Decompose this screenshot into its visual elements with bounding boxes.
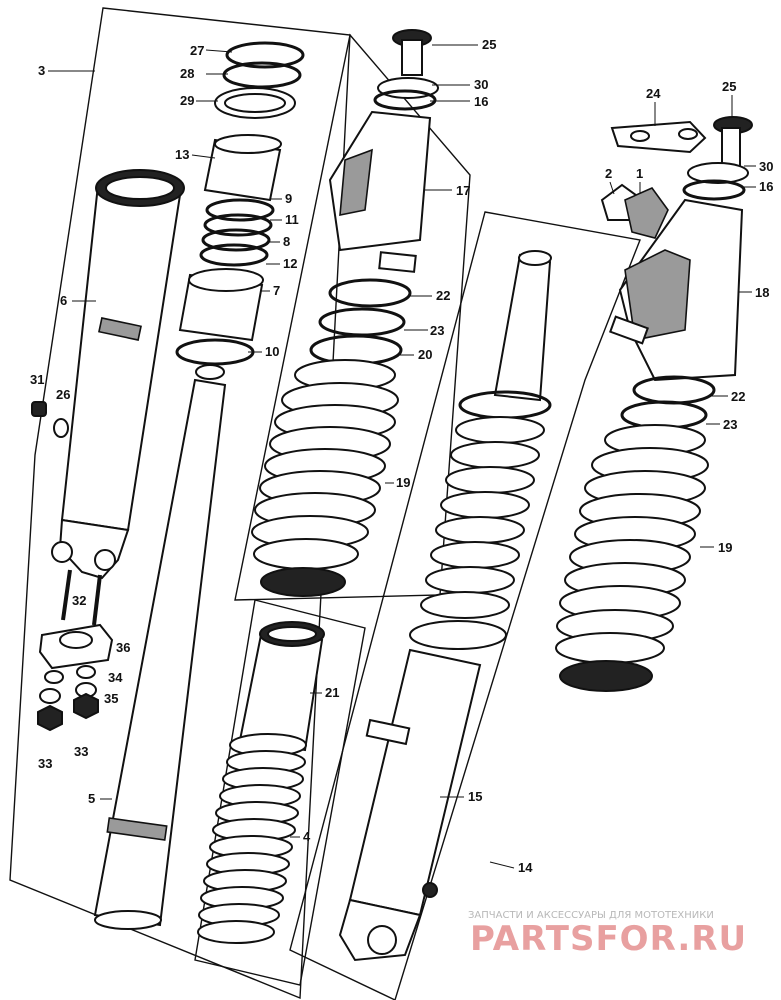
top-bolt-25-right <box>682 116 753 201</box>
callout-32: 32 <box>72 593 86 608</box>
fork-pipe <box>93 364 227 930</box>
callout-10: 10 <box>265 344 279 359</box>
callout-6: 6 <box>60 293 67 308</box>
outer-fork-tube <box>51 169 185 580</box>
callout-1: 1 <box>636 166 643 181</box>
lower-tube-15 <box>338 648 482 962</box>
tube-studs <box>61 569 102 626</box>
callout-12: 12 <box>283 256 297 271</box>
callout-3: 3 <box>38 63 45 78</box>
top-bolt-25 <box>373 29 439 111</box>
callout-28: 28 <box>180 66 194 81</box>
callout-16b: 16 <box>759 179 773 194</box>
leader-lines <box>48 44 756 869</box>
cover-18 <box>609 198 744 382</box>
callout-5: 5 <box>88 791 95 806</box>
fork-assembly-14 <box>409 250 552 650</box>
cap-nuts-washers <box>37 665 99 732</box>
callout-4: 4 <box>303 829 311 844</box>
rings-22-23-20 <box>309 278 412 366</box>
slide-guide-7 <box>178 268 264 342</box>
callout-7: 7 <box>273 283 280 298</box>
spring-seat-13 <box>203 134 282 202</box>
callout-27: 27 <box>190 43 204 58</box>
callout-13: 13 <box>175 147 189 162</box>
callout-15: 15 <box>468 789 482 804</box>
dust-boot-19-right <box>555 424 709 692</box>
dust-boot-19-left <box>251 359 399 597</box>
callout-26: 26 <box>56 387 70 402</box>
callout-36: 36 <box>116 640 130 655</box>
group-frame-3 <box>9 7 351 1000</box>
callout-24: 24 <box>646 86 661 101</box>
callout-9: 9 <box>285 191 292 206</box>
grommets-1-2 <box>600 183 669 239</box>
callout-18: 18 <box>755 285 769 300</box>
callout-11: 11 <box>285 212 299 227</box>
callout-19a: 19 <box>396 475 410 490</box>
callout-8: 8 <box>283 234 290 249</box>
callout-33a: 33 <box>38 756 52 771</box>
oil-seal-10 <box>175 338 255 366</box>
boot-tube-21 <box>238 621 325 752</box>
callout-16a: 16 <box>474 94 488 109</box>
bracket-24 <box>610 120 707 154</box>
callout-23a: 23 <box>430 323 444 338</box>
watermark: ЗАПЧАСТИ И АКСЕССУАРЫ ДЛЯ МОТОТЕХНИКИ PA… <box>468 910 747 959</box>
callout-2: 2 <box>605 166 612 181</box>
callout-30a: 30 <box>474 77 488 92</box>
callout-34: 34 <box>108 670 123 685</box>
watermark-caption: ЗАПЧАСТИ И АКСЕССУАРЫ ДЛЯ МОТОТЕХНИКИ <box>468 910 714 921</box>
callout-31: 31 <box>30 372 44 387</box>
rings-22-23-right <box>620 375 716 430</box>
dust-boot-4 <box>197 733 307 944</box>
drain-bolt-washer <box>31 401 69 438</box>
callout-30b: 30 <box>759 159 773 174</box>
callout-25b: 25 <box>722 79 736 94</box>
watermark-brand: PARTSFOR.RU <box>470 919 747 959</box>
axle-cap <box>38 623 114 670</box>
callout-19b: 19 <box>718 540 732 555</box>
callout-35: 35 <box>104 691 118 706</box>
top-rings <box>214 41 305 119</box>
callout-14: 14 <box>518 860 533 875</box>
callout-23b: 23 <box>723 417 737 432</box>
callout-22a: 22 <box>436 288 450 303</box>
group-frame-14 <box>289 211 641 1000</box>
callout-22b: 22 <box>731 389 745 404</box>
callout-20: 20 <box>418 347 432 362</box>
inner-springs <box>199 198 275 267</box>
callout-29: 29 <box>180 93 194 108</box>
cover-17 <box>328 110 432 273</box>
callout-21: 21 <box>325 685 339 700</box>
callout-17: 17 <box>456 183 470 198</box>
callout-25a: 25 <box>482 37 496 52</box>
group-frame-21-4 <box>194 599 366 986</box>
callout-labels: 27 28 29 13 9 11 8 12 7 10 3 6 31 26 32 … <box>30 37 773 875</box>
callout-33b: 33 <box>74 744 88 759</box>
